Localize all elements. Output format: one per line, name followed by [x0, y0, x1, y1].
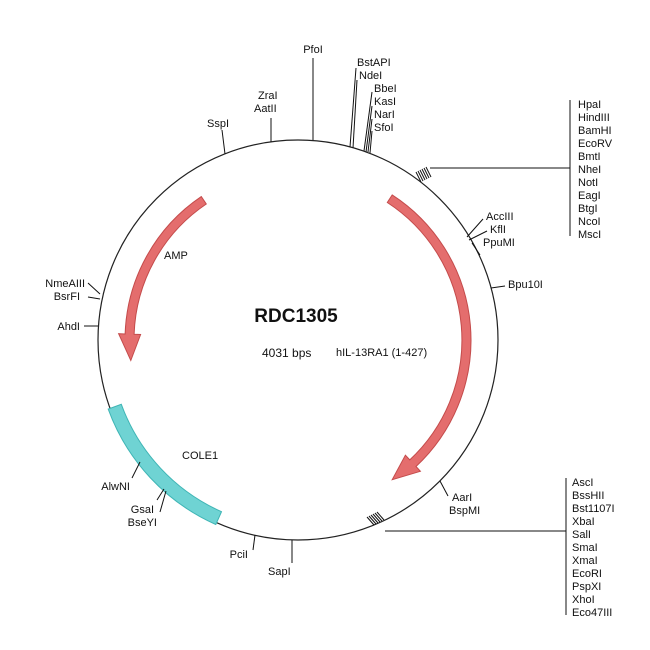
mcs2-hatch-5 — [374, 512, 383, 522]
bpu10i-tick — [490, 285, 506, 289]
mcs2-label-3: XbaI — [572, 516, 595, 528]
mcs2-label-7: EcoRI — [572, 568, 602, 580]
nmeaiii-label: NmeAIII — [45, 278, 85, 290]
amp-arrow — [117, 195, 207, 362]
bspmi-label: BspMI — [449, 505, 480, 517]
insert-arrow — [386, 194, 472, 481]
nari-tick — [367, 118, 373, 153]
mcs2-cluster: AscI BssHII Bst1107I XbaI SalI SmaI XmaI… — [366, 477, 615, 619]
mcs1-label-3: EcoRV — [578, 138, 613, 150]
kfli-tick — [468, 230, 488, 241]
pcii-label: PciI — [230, 549, 248, 561]
mcs2-hatch-6 — [376, 511, 385, 521]
insert-label: hIL-13RA1 (1-427) — [336, 347, 427, 359]
plasmid-size: 4031 bps — [262, 346, 311, 360]
sapi-label: SapI — [268, 566, 291, 578]
cole1-label: COLE1 — [182, 450, 218, 462]
mcs1-hatch-4 — [421, 168, 428, 180]
bsrfi-label: BsrFI — [54, 291, 80, 303]
alwni-tick — [131, 461, 141, 479]
mcs2-label-1: BssHII — [572, 490, 604, 502]
mcs2-hatch-2 — [368, 515, 377, 525]
ppumi-label: PpuMI — [483, 237, 515, 249]
plasmid-name: RDC1305 — [254, 306, 338, 327]
acciii-label: AccIII — [486, 211, 514, 223]
bseyi-tick — [159, 490, 167, 513]
sfoi-tick — [369, 130, 373, 154]
mcs1-label-6: NotI — [578, 177, 598, 189]
pcii-tick — [252, 534, 256, 551]
mcs1-label-8: BtgI — [578, 203, 598, 215]
mcs2-label-0: AscI — [572, 477, 593, 489]
mcs1-hatch-5 — [423, 167, 430, 179]
ndei-label: NdeI — [359, 70, 382, 82]
mcs1-label-1: HindIII — [578, 112, 610, 124]
sfoi-label: SfoI — [374, 122, 394, 134]
mcs2-label-10: Eco47III — [572, 607, 612, 619]
mcs1-hatch-2 — [417, 170, 424, 182]
mcs2-label-2: Bst1107I — [572, 503, 615, 515]
mcs2-label-4: SalI — [572, 529, 591, 541]
bpu10i-label: Bpu10I — [508, 279, 543, 291]
bbei-tick — [363, 91, 373, 152]
gsai-label: GsaI — [131, 504, 154, 516]
bbei-label: BbeI — [374, 83, 397, 95]
ndei-tick — [352, 79, 358, 149]
kasi-tick — [365, 105, 373, 153]
right-site-cluster: AccIII KflI PpuMI — [466, 211, 515, 256]
mcs1-hatch-1 — [415, 171, 422, 183]
bsrfi-tick — [87, 296, 101, 300]
sspi-label: SspI — [207, 118, 229, 130]
top-site-cluster: BstAPI NdeI BbeI KasI NarI SfoI — [349, 57, 397, 154]
kfli-label: KflI — [490, 224, 506, 236]
mcs2-hatch-1 — [366, 516, 375, 526]
mcs1-cluster: HpaI HindIII BamHI EcoRV BmtI NheI NotI … — [415, 99, 613, 241]
kasi-label: KasI — [374, 96, 396, 108]
mcs1-label-7: EagI — [578, 190, 601, 202]
mcs2-hatch-3 — [370, 514, 379, 524]
mcs1-label-4: BmtI — [578, 151, 601, 163]
mcs2-label-6: XmaI — [572, 555, 598, 567]
cole1-segment — [107, 403, 223, 526]
bseyi-label: BseYI — [128, 517, 157, 529]
ppumi-tick — [471, 242, 481, 256]
mcs1-label-0: HpaI — [578, 99, 601, 111]
zrai-label: ZraI — [258, 90, 278, 102]
amp-label: AMP — [164, 250, 188, 262]
mcs2-label-9: XhoI — [572, 594, 595, 606]
bstapi-label: BstAPI — [357, 57, 391, 69]
nari-label: NarI — [374, 109, 395, 121]
aari-tick — [439, 480, 449, 497]
mcs1-label-5: NheI — [578, 164, 601, 176]
mcs2-label-8: PspXI — [572, 581, 601, 593]
sspi-tick — [221, 129, 226, 155]
acciii-tick — [466, 218, 484, 238]
aari-label: AarI — [452, 492, 472, 504]
mcs1-label-9: NcoI — [578, 216, 601, 228]
mcs1-label-10: MscI — [578, 229, 601, 241]
nmeaiii-tick — [87, 282, 101, 295]
bstapi-tick — [349, 67, 357, 148]
gsai-tick — [156, 488, 165, 501]
pfoi-label: PfoI — [303, 44, 323, 56]
mcs2-hatch-4 — [372, 513, 381, 523]
aatii-label: AatII — [254, 103, 277, 115]
mcs1-label-2: BamHI — [578, 125, 612, 137]
ahdi-label: AhdI — [57, 321, 80, 333]
mcs2-label-5: SmaI — [572, 542, 598, 554]
mcs1-hatch-3 — [419, 169, 426, 181]
alwni-label: AlwNI — [101, 481, 130, 493]
plasmid-backbone — [97, 139, 499, 541]
mcs1-hatch-6 — [425, 166, 432, 178]
